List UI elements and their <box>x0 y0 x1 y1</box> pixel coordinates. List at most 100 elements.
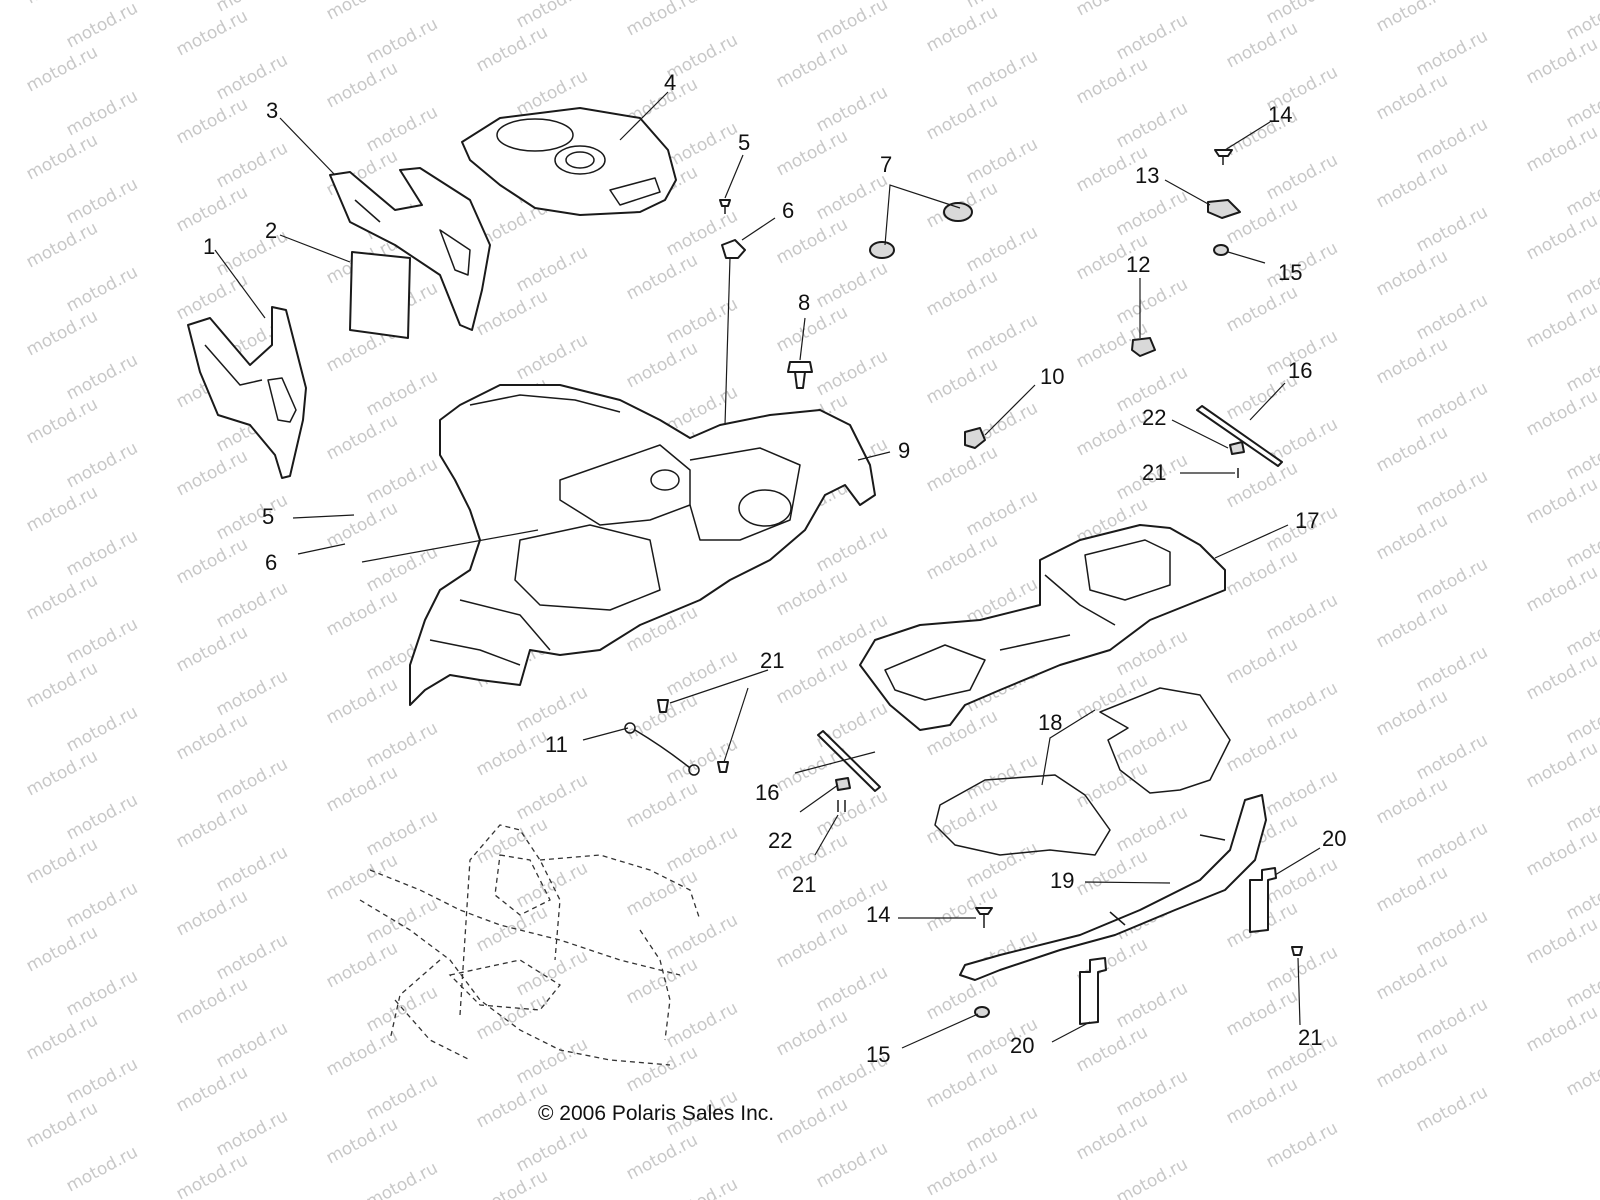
watermark-text: motod.ru <box>923 1058 1001 1112</box>
callout-8: 8 <box>798 290 810 315</box>
watermark-text: motod.ru <box>363 806 441 860</box>
watermark-text: motod.ru <box>1563 518 1600 572</box>
watermark-text: motod.ru <box>1563 78 1600 132</box>
watermark-text: motod.ru <box>963 46 1041 100</box>
callouts: 1 2 3 4 5 5 6 6 7 8 9 10 11 12 13 14 14 … <box>203 70 1346 1067</box>
watermark-text: motod.ru <box>23 1098 101 1152</box>
watermark-text: motod.ru <box>963 1102 1041 1156</box>
watermark-text: motod.ru <box>173 6 251 60</box>
watermark-text: motod.ru <box>323 674 401 728</box>
callout-3: 3 <box>266 98 278 123</box>
watermark-text: motod.ru <box>323 1114 401 1168</box>
watermark-text: motod.ru <box>63 1054 141 1108</box>
callout-9: 9 <box>898 438 910 463</box>
watermark-text: motod.ru <box>813 82 891 136</box>
watermark-text: motod.ru <box>213 754 291 808</box>
watermark-text: motod.ru <box>473 22 551 76</box>
watermark-text: motod.ru <box>213 50 291 104</box>
watermark-text: motod.ru <box>173 886 251 940</box>
callout-5-top: 5 <box>738 130 750 155</box>
watermark-text: motod.ru <box>663 1174 741 1200</box>
part-2-decal <box>349 251 411 339</box>
callout-21-lower: 21 <box>792 872 816 897</box>
watermark-text: motod.ru <box>23 394 101 448</box>
watermark-text: motod.ru <box>1373 598 1451 652</box>
watermark-text: motod.ru <box>473 286 551 340</box>
watermark-text: motod.ru <box>773 1094 851 1148</box>
watermark-text: motod.ru <box>1523 386 1600 440</box>
watermark-text: motod.ru <box>1563 1046 1600 1100</box>
watermark-text: motod.ru <box>813 522 891 576</box>
part-22-clips <box>835 441 1245 791</box>
watermark-text: motod.ru <box>623 690 701 744</box>
watermark-text: motod.ru <box>1373 862 1451 916</box>
watermark-text: motod.ru <box>363 14 441 68</box>
watermark-text: motod.ru <box>1563 606 1600 660</box>
watermark-text: motod.ru <box>1563 0 1600 44</box>
callout-14-bottom: 14 <box>866 902 890 927</box>
watermark-text: motod.ru <box>1413 818 1491 872</box>
watermark-text: motod.ru <box>663 118 741 172</box>
callout-21-right: 21 <box>1142 460 1166 485</box>
watermark-text: motod.ru <box>1413 290 1491 344</box>
watermark-text: motod.ru <box>23 130 101 184</box>
watermark-text: motod.ru <box>213 578 291 632</box>
watermark-text: motod.ru <box>513 1122 591 1176</box>
callout-12: 12 <box>1126 252 1150 277</box>
watermark-text: motod.ru <box>1373 334 1451 388</box>
watermark-text: motod.ru <box>663 822 741 876</box>
watermark-text: motod.ru <box>473 990 551 1044</box>
watermark-text: motod.ru <box>663 910 741 964</box>
watermark-text: motod.ru <box>173 1062 251 1116</box>
watermark-text: motod.ru <box>63 878 141 932</box>
watermark-text: motod.ru <box>623 866 701 920</box>
watermark-text: motod.ru <box>773 918 851 972</box>
watermark-text: motod.ru <box>773 1006 851 1060</box>
watermark-text: motod.ru <box>23 658 101 712</box>
watermark-text: motod.ru <box>1413 642 1491 696</box>
watermark-text: motod.ru <box>363 454 441 508</box>
watermark-text: motod.ru <box>213 490 291 544</box>
callout-15-bottom: 15 <box>866 1042 890 1067</box>
watermark-text: motod.ru <box>473 814 551 868</box>
watermark-text: motod.ru <box>213 138 291 192</box>
part-15-nuts <box>974 244 1229 1018</box>
watermark-text: motod.ru <box>1523 1002 1600 1056</box>
watermark-text: motod.ru <box>1263 1118 1341 1172</box>
watermark-text: motod.ru <box>1413 26 1491 80</box>
watermark-text: motod.ru <box>1523 650 1600 704</box>
watermark-text: motod.ru <box>363 1158 441 1200</box>
watermark-text: motod.ru <box>23 922 101 976</box>
callout-4: 4 <box>664 70 676 95</box>
watermark-text: motod.ru <box>773 38 851 92</box>
copyright-notice: © 2006 Polaris Sales Inc. <box>538 1102 775 1125</box>
watermark-text: motod.ru <box>1373 158 1451 212</box>
watermark-text: motod.ru <box>813 0 891 48</box>
watermark-text: motod.ru <box>813 1138 891 1192</box>
watermark-text: motod.ru <box>63 966 141 1020</box>
watermark-text: motod.ru <box>1073 1110 1151 1164</box>
watermark-text: motod.ru <box>213 842 291 896</box>
part-21-screws <box>657 468 1303 956</box>
watermark-text: motod.ru <box>513 0 591 32</box>
watermark-text: motod.ru <box>173 446 251 500</box>
watermark-text: motod.ru <box>23 570 101 624</box>
watermark-text: motod.ru <box>1373 70 1451 124</box>
watermark-text: motod.ru <box>1373 774 1451 828</box>
callout-13: 13 <box>1135 163 1159 188</box>
watermark-text: motod.ru <box>23 42 101 96</box>
watermark-text: motod.ru <box>623 338 701 392</box>
watermark-text: motod.ru <box>513 1034 591 1088</box>
watermark-text: motod.ru <box>1523 826 1600 880</box>
watermark-text: motod.ru <box>23 834 101 888</box>
part-6-clip-top <box>721 239 746 259</box>
watermark-text: motod.ru <box>1563 342 1600 396</box>
watermark-text: motod.ru <box>773 654 851 708</box>
watermark-text: motod.ru <box>1373 246 1451 300</box>
watermark-text: motod.ru <box>813 258 891 312</box>
watermark-text: motod.ru <box>623 778 701 832</box>
watermark-text: motod.ru <box>63 702 141 756</box>
part-10-bracket <box>964 427 986 449</box>
watermark-text: motod.ru <box>363 982 441 1036</box>
part-13-plate <box>1207 199 1241 219</box>
